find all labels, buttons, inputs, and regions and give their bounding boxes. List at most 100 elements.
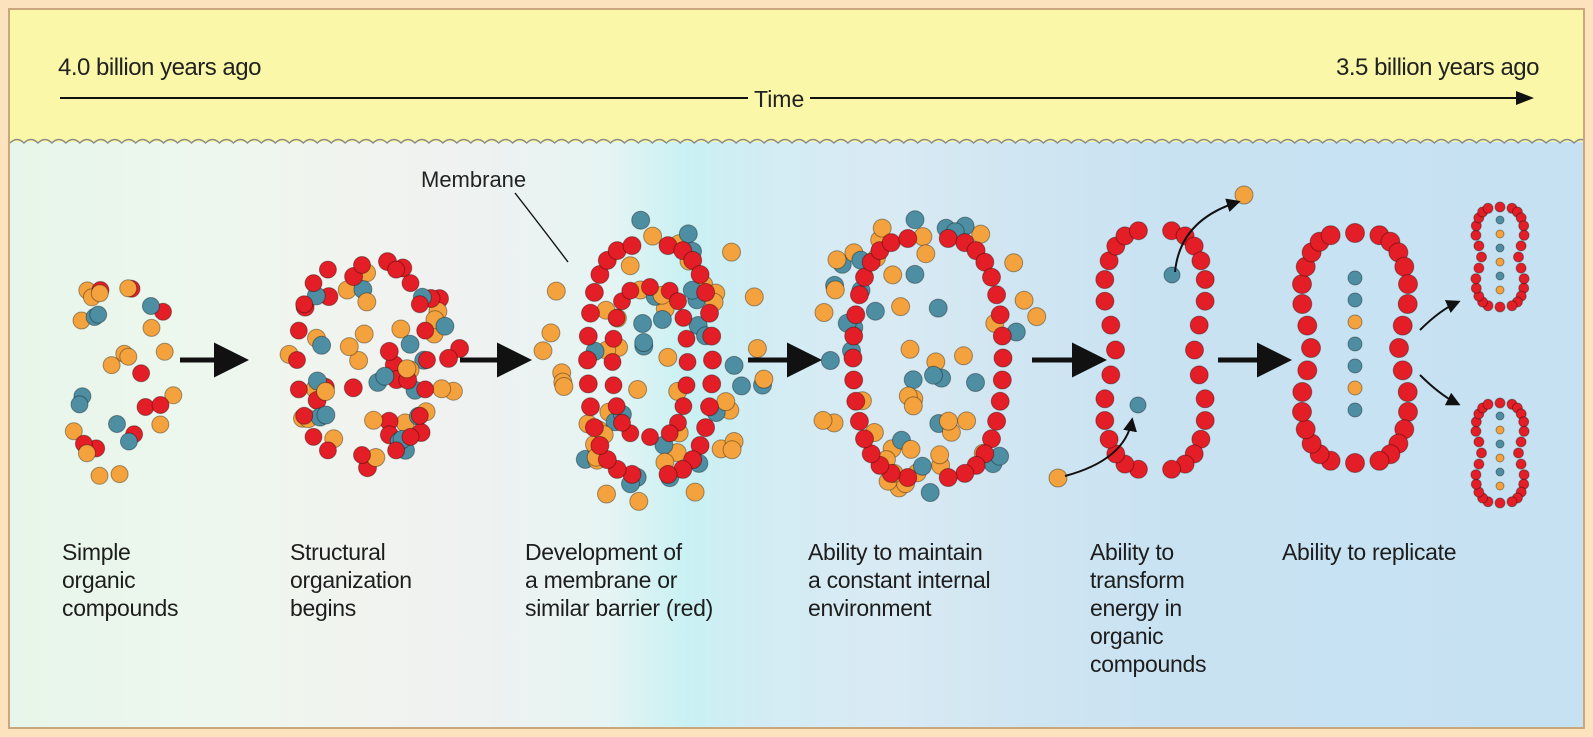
- red-molecule: [418, 351, 436, 369]
- red-molecule: [584, 282, 604, 302]
- red-molecule: [669, 292, 687, 311]
- blue-molecule: [631, 210, 651, 230]
- red-molecule: [1518, 229, 1530, 241]
- blue-molecule: [1347, 292, 1363, 308]
- red-molecule: [674, 397, 693, 416]
- red-molecule: [410, 295, 429, 314]
- red-molecule: [1515, 262, 1527, 274]
- red-molecule: [1476, 251, 1487, 263]
- red-molecule: [702, 326, 722, 346]
- red-molecule: [1473, 458, 1485, 470]
- blue-molecule: [1495, 243, 1505, 253]
- red-molecule: [590, 436, 610, 455]
- orange-molecule: [1048, 468, 1068, 488]
- blue-molecule: [820, 351, 840, 370]
- red-molecule: [318, 260, 337, 279]
- red-molecule: [1470, 273, 1482, 285]
- red-molecule: [1518, 416, 1530, 428]
- orange-molecule: [391, 319, 411, 339]
- red-molecule: [1128, 221, 1148, 241]
- orange-molecule: [151, 415, 170, 434]
- orange-molecule: [900, 339, 920, 359]
- red-molecule: [674, 308, 693, 327]
- red-molecule: [151, 396, 170, 414]
- orange-molecule: [349, 351, 369, 370]
- orange-molecule: [339, 337, 359, 357]
- stage-label-structural-organization: Structural organization begins: [290, 539, 412, 621]
- blue-molecule: [905, 264, 925, 284]
- red-molecule: [1473, 262, 1485, 274]
- red-molecule: [1470, 229, 1482, 241]
- blue-molecule: [1129, 396, 1147, 414]
- orange-molecule: [1347, 314, 1363, 330]
- red-molecule: [678, 353, 697, 371]
- orange-molecule: [685, 482, 705, 502]
- red-molecule: [622, 236, 642, 256]
- wavy-divider: [10, 138, 1583, 144]
- red-molecule: [1494, 201, 1506, 213]
- red-molecule: [1191, 251, 1211, 271]
- orange-molecule: [1495, 481, 1505, 491]
- red-molecule: [295, 406, 314, 425]
- orange-molecule: [722, 242, 741, 262]
- red-molecule: [410, 406, 429, 425]
- red-molecule: [1101, 365, 1121, 385]
- orange-molecule: [1004, 253, 1024, 273]
- orange-molecule: [954, 346, 973, 366]
- red-molecule: [1513, 447, 1524, 459]
- red-molecule: [1345, 223, 1365, 243]
- energy-in-arrow: [1064, 417, 1137, 477]
- red-molecule: [990, 305, 1010, 325]
- replicate-up-arrow: [1419, 300, 1461, 331]
- orange-molecule: [77, 444, 96, 463]
- red-molecule: [416, 321, 435, 340]
- red-molecule: [401, 274, 420, 293]
- timeline-arrowhead: [1516, 91, 1534, 105]
- orange-molecule: [629, 491, 649, 511]
- blue-molecule: [435, 316, 455, 336]
- blue-molecule: [1495, 411, 1505, 421]
- orange-molecule: [872, 218, 892, 238]
- red-molecule: [578, 374, 598, 394]
- blue-molecule: [920, 483, 940, 502]
- red-molecule: [1292, 294, 1313, 314]
- orange-molecule: [1495, 285, 1505, 295]
- red-molecule: [581, 397, 600, 417]
- red-molecule: [578, 326, 598, 346]
- red-molecule: [1095, 270, 1115, 289]
- red-molecule: [938, 468, 958, 487]
- red-molecule: [1320, 225, 1341, 246]
- orange-molecule: [754, 369, 774, 389]
- red-molecule: [1473, 436, 1485, 448]
- red-molecule: [1195, 291, 1215, 311]
- membrane-callout-label: Membrane: [421, 167, 527, 192]
- orange-molecule: [901, 439, 921, 459]
- orange-molecule: [814, 303, 834, 322]
- orange-molecule: [744, 287, 764, 307]
- red-molecule: [613, 413, 631, 432]
- orange-molecule: [541, 323, 561, 343]
- red-molecule: [1470, 282, 1482, 294]
- red-molecule: [1470, 478, 1482, 490]
- red-molecule: [660, 424, 679, 443]
- timeline-end-label: 3.5 billion years ago: [1336, 54, 1539, 81]
- red-molecule: [955, 463, 975, 483]
- blue-molecule: [634, 333, 654, 352]
- red-molecule: [700, 397, 719, 417]
- orange-molecule: [316, 382, 336, 401]
- red-molecule: [1195, 411, 1215, 430]
- red-molecule: [1369, 450, 1390, 471]
- red-molecule: [1397, 382, 1418, 402]
- blue-molecule: [119, 432, 138, 451]
- orange-molecule: [554, 377, 574, 396]
- orange-molecule: [628, 380, 648, 399]
- orange-molecule: [939, 411, 958, 431]
- blue-molecule: [678, 224, 698, 244]
- blue-molecule: [732, 376, 751, 396]
- orange-molecule: [354, 324, 374, 344]
- red-molecule: [992, 370, 1012, 390]
- blue-molecule: [928, 298, 948, 318]
- red-molecule: [1470, 469, 1482, 481]
- orange-molecule: [1027, 307, 1047, 327]
- red-molecule: [993, 348, 1013, 368]
